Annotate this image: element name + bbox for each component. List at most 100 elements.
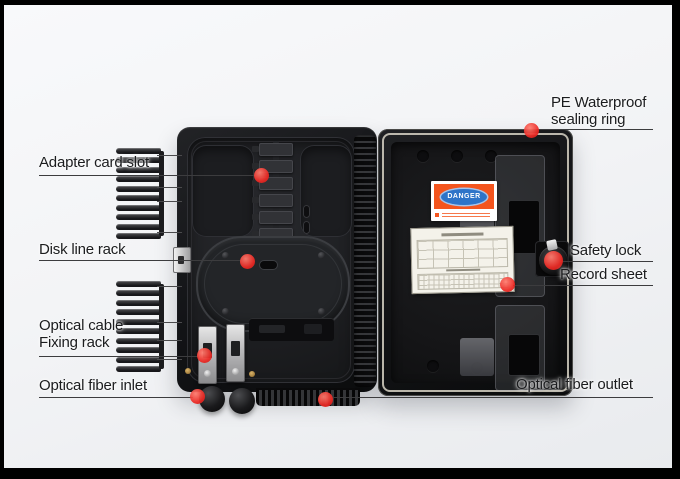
clip — [252, 160, 293, 173]
mold-circle — [427, 360, 439, 372]
mount-slot — [303, 205, 310, 218]
optical-cable-fixing-rack — [116, 281, 164, 372]
callout-line-disk-line-rack — [39, 260, 241, 261]
background: DANGER — [4, 5, 672, 468]
fin — [116, 290, 161, 297]
fin — [116, 318, 161, 325]
label-text: Fixing rack — [39, 334, 110, 351]
brass-screw — [249, 371, 255, 377]
danger-label-field: DANGER — [434, 184, 494, 209]
fin — [116, 176, 161, 183]
adapter-card-slot-rack — [116, 148, 164, 239]
record-sheet-table — [416, 238, 509, 269]
cable-clamp-rail — [249, 318, 334, 341]
callout-line-fixing-rack — [39, 356, 199, 357]
label-optical-fiber-outlet: Optical fiber outlet — [516, 376, 633, 393]
label-text: PE Waterproof — [551, 94, 647, 111]
rack-tick — [157, 155, 182, 156]
latch-tab — [460, 338, 494, 376]
distribution-box-body — [173, 127, 377, 414]
rack-tick — [157, 286, 182, 287]
callout-line-fiber-outlet — [331, 397, 653, 398]
marker-fiber-inlet — [190, 389, 205, 404]
label-optical-fiber-inlet: Optical fiber inlet — [39, 377, 147, 394]
fin — [116, 157, 161, 164]
label-text: Optical fiber outlet — [516, 376, 633, 393]
mold-circle — [485, 150, 497, 162]
tray-center-slot — [260, 261, 277, 269]
danger-label-fine-print — [434, 212, 494, 219]
record-sheet-grid — [417, 272, 509, 290]
cable-fixing-clamp — [226, 324, 245, 382]
label-disk-line-rack: Disk line rack — [39, 241, 126, 258]
rack-tick — [157, 359, 182, 360]
adapter-card-slot-column — [252, 141, 293, 243]
fin — [116, 299, 161, 306]
tray-screw — [318, 252, 325, 259]
clip — [252, 211, 293, 224]
latch-block — [508, 334, 540, 376]
rack-tick — [157, 340, 182, 341]
rack-tick — [157, 187, 182, 188]
box-interior-panel — [185, 137, 355, 384]
fin — [116, 195, 161, 202]
fin — [116, 185, 161, 192]
label-pe-waterproof-sealing-ring: PE Waterproof sealing ring — [551, 94, 646, 128]
fin — [116, 148, 161, 154]
mold-circle — [417, 150, 429, 162]
callout-line-record-sheet — [513, 285, 653, 286]
door-latch-housing-bottom — [460, 305, 545, 391]
callout-line-fiber-inlet — [39, 397, 193, 398]
rack-tick — [157, 232, 182, 233]
marker-fiber-outlet — [318, 392, 333, 407]
label-text: Disk line rack — [39, 241, 126, 258]
fin — [116, 337, 161, 344]
fiber-outlet-ports — [256, 388, 360, 406]
tray-screw — [318, 308, 325, 315]
label-optical-cable-fixing-rack: Optical cable Fixing rack — [39, 317, 123, 351]
marker-disk-line-rack — [240, 254, 255, 269]
tray-screw — [222, 252, 229, 259]
marker-record-sheet — [500, 277, 515, 292]
fin — [116, 281, 161, 287]
fin — [116, 166, 161, 173]
clip — [252, 194, 293, 207]
marker-safety-lock — [544, 251, 563, 270]
marker-fixing-rack — [197, 348, 212, 363]
danger-warning-label: DANGER — [431, 181, 497, 221]
label-text: Record sheet — [560, 266, 647, 283]
brass-screw — [185, 368, 191, 374]
label-text: Safety lock — [570, 242, 642, 259]
mold-circle — [451, 150, 463, 162]
rack-tick — [157, 201, 182, 202]
label-record-sheet: Record sheet — [560, 266, 647, 283]
fin — [116, 232, 161, 239]
fin — [116, 328, 161, 335]
mount-slot — [303, 221, 310, 234]
fin — [116, 214, 161, 221]
tray-screw — [222, 308, 229, 315]
label-adapter-card-slot: Adapter card slot — [39, 154, 149, 171]
fin — [116, 356, 161, 363]
label-text: Optical fiber inlet — [39, 377, 147, 394]
rack-tick — [157, 322, 182, 323]
label-text: Adapter card slot — [39, 154, 149, 171]
fin — [116, 365, 161, 372]
fin — [116, 309, 161, 316]
cable-inlet-gland — [229, 388, 255, 414]
clip — [252, 143, 293, 156]
fin — [116, 204, 161, 211]
marker-sealing-ring — [524, 123, 539, 138]
callout-line-safety-lock — [560, 261, 653, 262]
clip — [252, 177, 293, 190]
hinge-strip — [354, 135, 376, 387]
danger-label-oval: DANGER — [441, 188, 487, 205]
callout-line-adapter-card-slot — [39, 175, 255, 176]
callout-line-sealing-ring — [537, 129, 653, 130]
record-sheet-title — [441, 232, 484, 236]
fin — [116, 223, 161, 230]
label-text: Optical cable — [39, 317, 124, 334]
label-text: sealing ring — [551, 111, 626, 128]
record-sheet-subtitle — [446, 268, 481, 272]
